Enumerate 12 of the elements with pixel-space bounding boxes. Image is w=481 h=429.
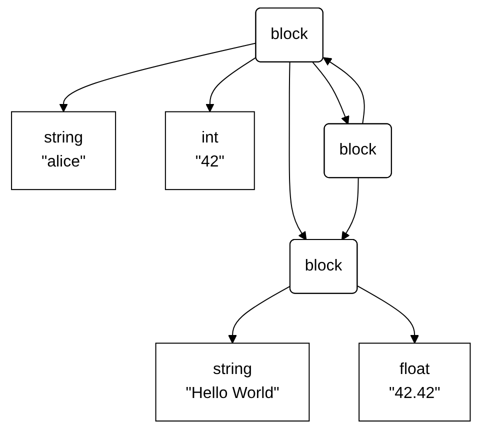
node-box: int "42" [164,111,254,190]
node-box: float "42.42" [358,342,470,422]
arrow [322,57,364,125]
arrow [288,62,306,240]
arrow [58,42,256,112]
arrow [356,286,419,344]
arrow [205,56,256,112]
node-box: string "alice" [10,111,116,190]
arrow [228,286,291,344]
node-box: string "Hello World" [154,342,310,422]
arrow [341,178,358,240]
arrow [312,62,349,125]
